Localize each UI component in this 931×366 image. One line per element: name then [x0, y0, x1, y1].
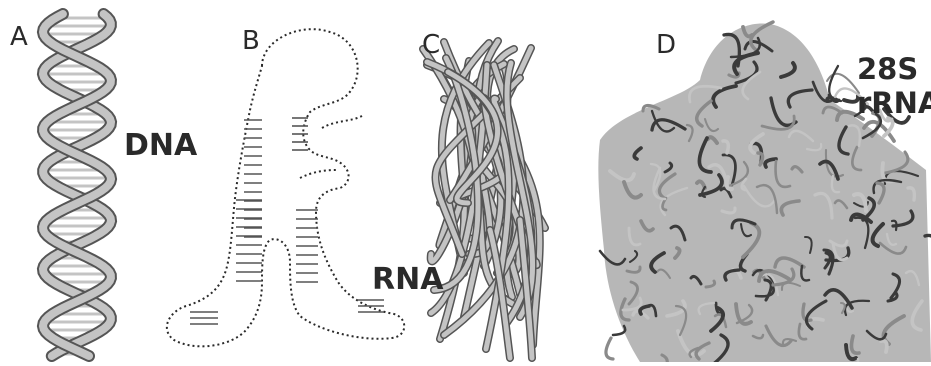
rrna-helix-segment	[844, 96, 858, 102]
dna-label: DNA	[124, 128, 197, 163]
panel-b-letter: B	[242, 26, 260, 56]
rna-label: RNA	[372, 262, 443, 297]
rrna-label-line1: 28S	[857, 52, 918, 86]
rrna-label-line2: rRNA	[857, 86, 931, 120]
rrna-helix-segment	[606, 338, 613, 359]
dna-double-helix	[43, 14, 111, 356]
panel-c-letter: C	[422, 30, 440, 60]
rna-secondary-structure	[167, 29, 404, 346]
rna-tail	[322, 116, 362, 128]
rna-backbone	[167, 29, 404, 346]
rna-tail	[300, 170, 336, 178]
rrna-helix-segment	[613, 326, 625, 335]
rna-tertiary-structure	[423, 41, 545, 358]
panel-d-letter: D	[656, 30, 676, 60]
panel-a-letter: A	[10, 22, 28, 52]
